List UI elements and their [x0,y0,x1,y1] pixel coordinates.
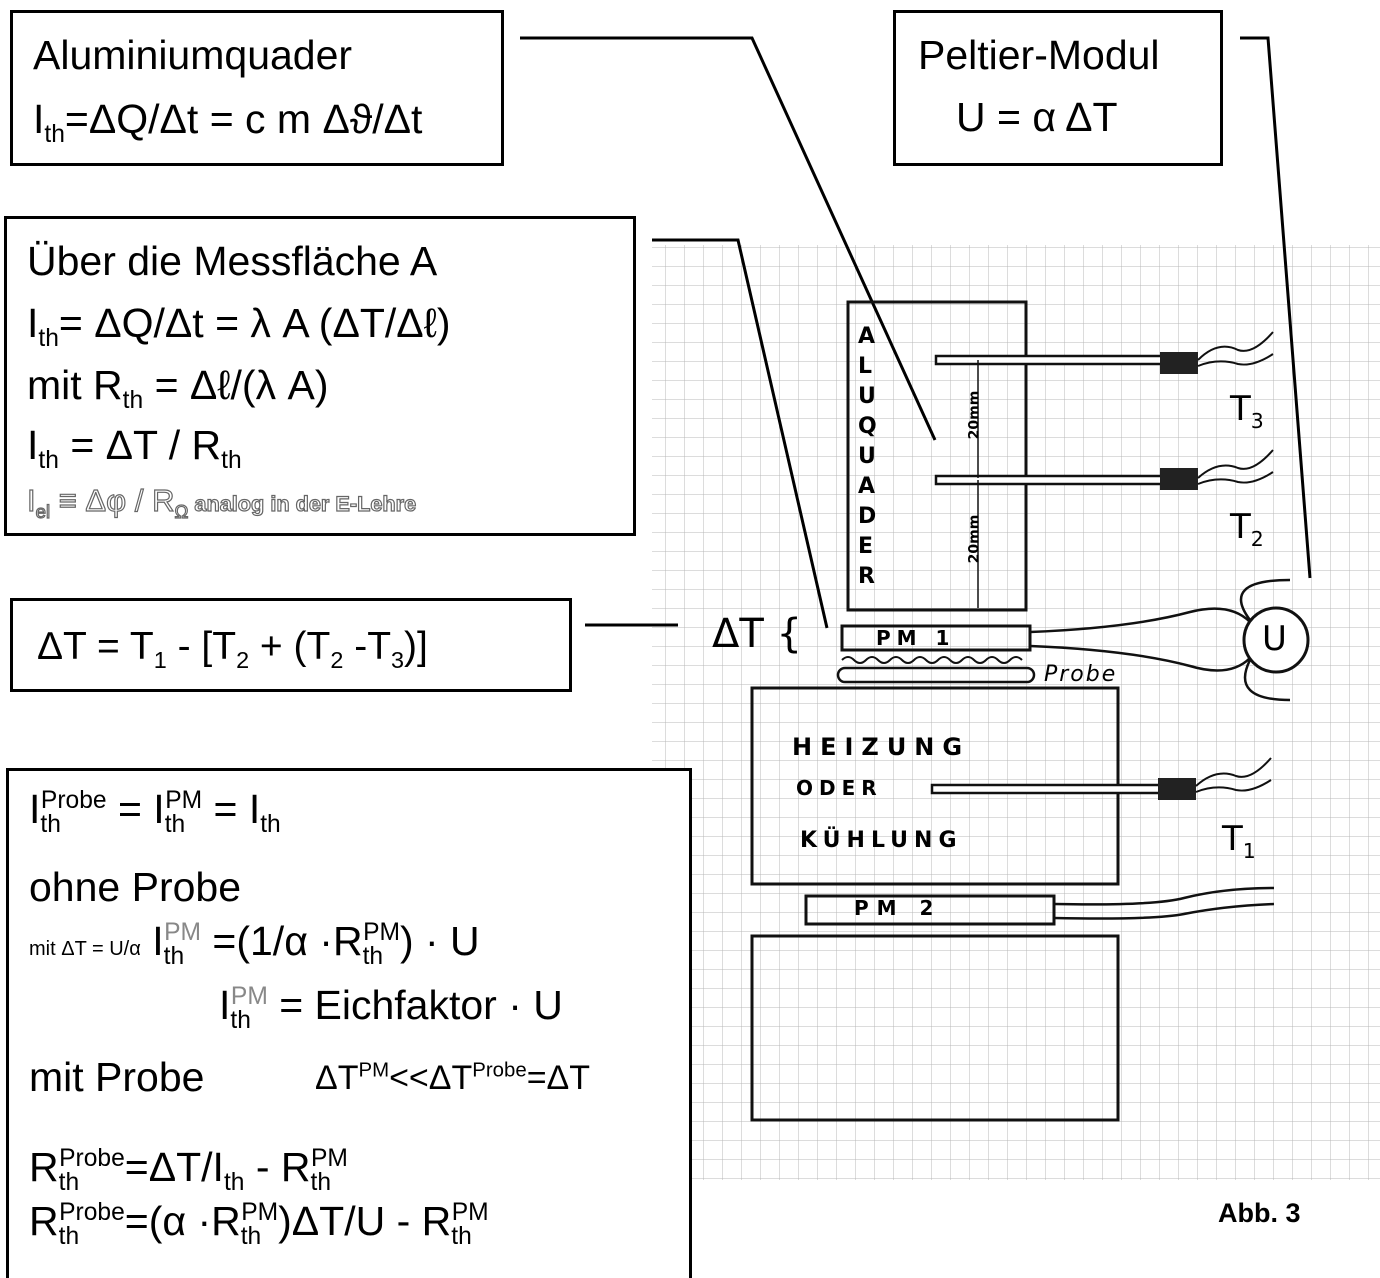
connector-mess [652,238,829,629]
alu-letter: A [858,474,876,499]
t2-label: T2 [1230,507,1264,551]
calc-heading-ohne: ohne Probe [29,864,242,910]
calc-line-3: mit ΔT = U/α IthPM =(1/α ·RthPM) · U [29,918,480,971]
calc-line-6: RthProbe=ΔT/Ith - RthPM [29,1144,348,1197]
t1-label: T1 [1222,819,1256,863]
peltier-box: Peltier-Modul U = α ΔT [893,10,1223,166]
pm1-label: PM 1 [876,626,956,650]
grid-paper [652,245,1380,1180]
alu-block [846,300,1028,612]
alu-letter: U [858,384,876,409]
mess-line-5: Iel ≡ Δφ / RΩ analog in der E-Lehre [26,483,417,523]
alu-letter: U [858,444,876,469]
mess-line-3: mit Rth = Δℓ/(λ A) [27,362,329,415]
mess-line-2: Ith= ΔQ/Δt = λ A (ΔT/Δℓ) [27,300,451,353]
alu-letters: A L U Q U A D E R [858,326,884,596]
alu-letter: D [858,504,877,529]
calc-heading-mit: mit Probe [29,1054,205,1100]
alu-box: Aluminiumquader Ith=ΔQ/Δt = c m Δϑ/Δt [10,10,504,166]
voltmeter-circle [1242,606,1310,674]
pm1-box [840,624,1032,652]
mess-title: Über die Messfläche A [27,238,438,284]
t3-label: T3 [1230,389,1264,433]
pm2-label: PM 2 [854,896,942,920]
heater-label-3: KÜHLUNG [800,828,963,853]
delta-t-box: ΔT = T1 - [T2 + (T2 -T3)] [10,598,572,692]
dimension-label-lower: 20mm [966,514,983,564]
pm2-box [804,894,1056,926]
figure-caption: Abb. 3 [1218,1198,1301,1228]
probe-wave [841,656,1023,664]
alu-letter: E [858,534,874,559]
connector-peltier [1240,36,1312,579]
alu-equation: Ith=ΔQ/Δt = c m Δϑ/Δt [33,96,423,149]
alu-letter: R [858,564,875,589]
mess-box: Über die Messfläche A Ith= ΔQ/Δt = λ A (… [4,216,636,536]
delta-t-label: ΔT { [712,611,802,657]
alu-letter: L [858,354,873,379]
dimension-label-upper: 20mm [966,390,983,440]
calc-line-1: IthProbe = IthPM = Ith [29,786,281,839]
peltier-equation: U = α ΔT [956,94,1118,140]
alu-letter: A [858,324,876,349]
delta-t-equation: ΔT = T1 - [T2 + (T2 -T3)] [37,625,428,673]
probe-label: Probe [1044,662,1118,687]
heater-label-1: HEIZUNG [792,733,971,761]
alu-title: Aluminiumquader [33,32,353,78]
lower-block [750,934,1120,1122]
mess-line-4: Ith = ΔT / Rth [27,422,242,475]
calc-line-5: ΔTPM<<ΔTProbe=ΔT [315,1059,591,1097]
connector-alu [520,36,937,441]
voltmeter-label: U [1262,619,1287,659]
alu-letter: Q [858,414,877,439]
calc-box: IthProbe = IthPM = Ith ohne Probe mit ΔT… [6,768,692,1278]
calc-line-7: RthProbe=(α ·RthPM)ΔT/U - RthPM [29,1198,489,1251]
peltier-title: Peltier-Modul [918,32,1160,78]
calc-line-4: IthPM = Eichfaktor · U [219,982,563,1035]
heater-label-2: ODER [796,776,883,800]
